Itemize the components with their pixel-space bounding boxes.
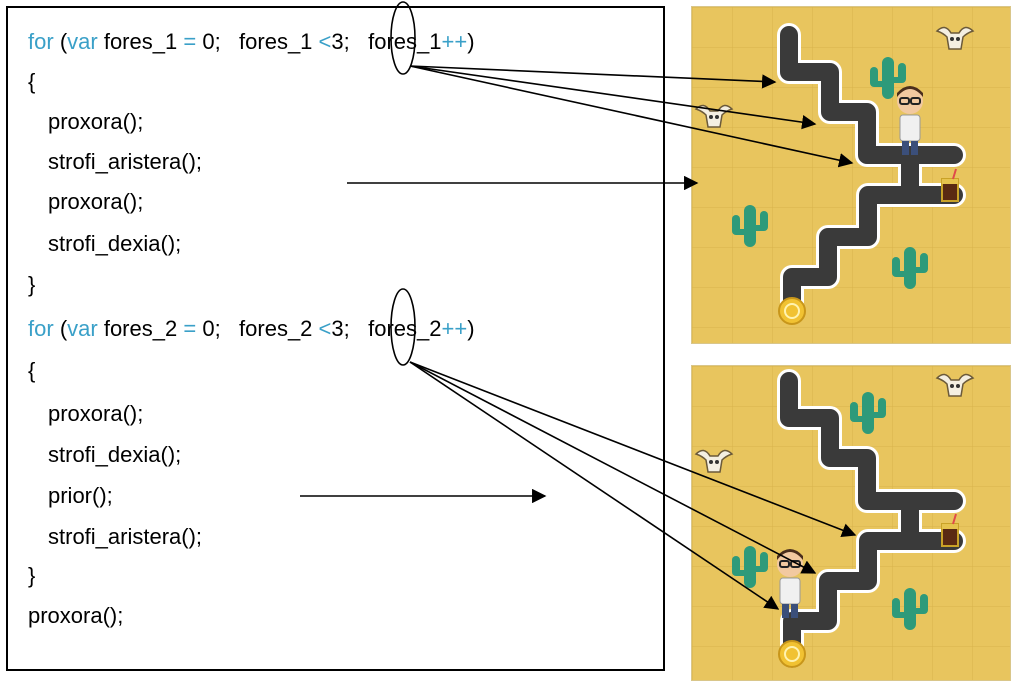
loop2-statement: strofi_dexia(); <box>48 442 182 467</box>
loop1-brace-close: } <box>28 272 36 297</box>
loop2-brace-close: } <box>28 563 36 588</box>
character-icon <box>777 549 803 618</box>
for-keyword: for <box>28 29 54 54</box>
var-keyword: var <box>67 29 98 54</box>
init-value: 0; <box>202 316 221 341</box>
drink-cup-icon <box>941 168 959 202</box>
loop-variable: fores_1 <box>103 29 178 54</box>
assign-operator: = <box>183 316 197 341</box>
iteration-arrow <box>409 361 780 610</box>
paren-close: ) <box>467 29 475 54</box>
cactus-icon <box>732 205 768 247</box>
loop2-statement: prior(); <box>48 483 113 508</box>
limit-highlight-ellipse <box>390 1 416 75</box>
paren-close: ) <box>467 316 475 341</box>
increment-variable: fores_1 <box>368 29 442 54</box>
loop-limit: 3 <box>331 29 344 54</box>
less-than-operator: < <box>318 29 332 54</box>
road-path <box>777 23 966 324</box>
increment-operator: ++ <box>441 316 468 341</box>
cactus-icon <box>892 247 928 289</box>
iteration-arrow <box>409 65 777 89</box>
drink-cup-icon <box>941 513 959 547</box>
loop1-statement: proxora(); <box>48 189 144 214</box>
loop1-statement: proxora(); <box>48 109 144 134</box>
loop1-statement: strofi_dexia(); <box>48 231 182 256</box>
loop-variable: fores_2 <box>103 316 178 341</box>
cow-skull-icon <box>694 449 734 473</box>
code-panel: for (var fores_1 = 0; fores_1 <3; fores_… <box>6 6 665 671</box>
loop1-brace-open: { <box>28 69 36 94</box>
cactus-icon <box>850 392 886 434</box>
semicolon: ; <box>343 29 350 54</box>
loop2-brace-open: { <box>28 358 36 383</box>
condition-variable: fores_1 <box>239 29 313 54</box>
character-icon <box>897 86 923 155</box>
loop1-header: for (var fores_1 = 0; fores_1 <3; fores_… <box>28 28 475 56</box>
iteration-arrow <box>409 361 817 574</box>
increment-operator: ++ <box>441 29 468 54</box>
maze-panel-after <box>691 365 1011 681</box>
loop-limit: 3 <box>331 316 344 341</box>
loop2-statement: proxora(); <box>48 401 144 426</box>
iteration-arrow <box>409 361 857 538</box>
maze-panel-before <box>691 6 1011 344</box>
var-keyword: var <box>67 316 98 341</box>
for-keyword: for <box>28 316 54 341</box>
iteration-arrow <box>409 65 817 130</box>
less-than-operator: < <box>318 316 332 341</box>
cactus-icon <box>892 588 928 630</box>
loop2-statement: strofi_aristera(); <box>48 524 203 549</box>
loop2-header: for (var fores_2 = 0; fores_2 <3; fores_… <box>28 315 475 343</box>
condition-variable: fores_2 <box>239 316 313 341</box>
semicolon: ; <box>343 316 350 341</box>
increment-variable: fores_2 <box>368 316 442 341</box>
road-path <box>777 369 966 668</box>
cactus-icon <box>870 57 906 99</box>
sand-background <box>692 7 1010 343</box>
paren-open: ( <box>59 29 68 54</box>
maze-scene <box>692 366 1010 680</box>
cactus-icon <box>732 546 768 588</box>
paren-open: ( <box>59 316 68 341</box>
maze-scene <box>692 7 1010 343</box>
gold-coin-icon <box>778 297 806 325</box>
gold-coin-icon <box>778 640 806 668</box>
limit-highlight-ellipse <box>390 288 416 366</box>
cow-skull-icon <box>935 373 975 397</box>
iteration-arrow <box>409 65 854 168</box>
loop1-statement: strofi_aristera(); <box>48 149 203 174</box>
cow-skull-icon <box>935 26 975 50</box>
init-value: 0; <box>202 29 221 54</box>
assign-operator: = <box>183 29 197 54</box>
final-statement: proxora(); <box>28 603 124 628</box>
